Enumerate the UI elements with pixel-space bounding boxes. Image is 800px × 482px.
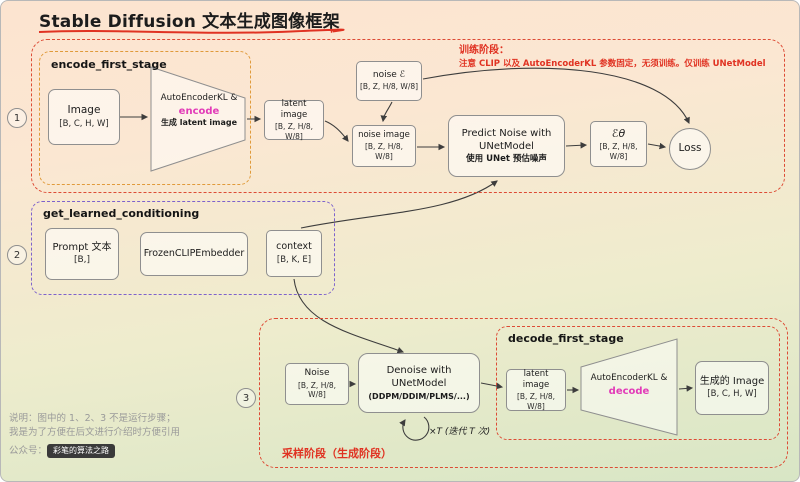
autoencoder-encode-label: AutoEncoderKL & encode 生成 latent image	[160, 93, 238, 128]
wechat-badge: 彩笔的算法之路	[47, 444, 116, 458]
frozen-clip-embedder-box: FrozenCLIPEmbedder	[140, 232, 248, 276]
step-circle-2: 2	[7, 245, 27, 265]
output-image-box: 生成的 Image [B, C, H, W]	[695, 361, 769, 415]
step-circle-3: 3	[236, 388, 256, 408]
loss-circle: Loss	[669, 128, 711, 170]
footnote-line2: 我是为了方便在后文进行介绍时方便引用	[9, 427, 181, 438]
step-circle-1: 1	[7, 108, 27, 128]
sampling-stage-region	[259, 318, 788, 468]
autoencoder-decode-label: AutoEncoderKL & decode	[590, 373, 668, 397]
training-stage-region	[31, 39, 785, 193]
sampling-latent-image-box: latent image [B, Z, H/8, W/8]	[506, 369, 566, 411]
conditioning-region	[31, 201, 335, 295]
image-box: Image [B, C, H, W]	[48, 89, 120, 145]
training-note: 训练阶段： 注意 CLIP 以及 AutoEncoderKL 参数固定，无须训练…	[459, 43, 785, 71]
wechat-row: 公众号：彩笔的算法之路	[9, 444, 116, 458]
noise-image-box: noise image [B, Z, H/8, W/8]	[352, 125, 416, 167]
denoise-box: Denoise with UNetModel (DDPM/DDIM/PLMS/.…	[358, 353, 480, 413]
latent-image-box: latent image [B, Z, H/8, W/8]	[264, 99, 324, 141]
decode-first-stage-region	[496, 326, 780, 440]
get-learned-conditioning-label: get_learned_conditioning	[43, 207, 200, 220]
training-note-title: 训练阶段：	[459, 45, 509, 56]
eps-theta-box: ℰθ [B, Z, H/8, W/8]	[590, 121, 647, 167]
predict-noise-box: Predict Noise with UNetModel 使用 UNet 预估噪…	[448, 115, 565, 177]
sampling-stage-label: 采样阶段（生成阶段）	[282, 447, 392, 460]
page-title: Stable Diffusion 文本生成图像框架	[39, 12, 340, 32]
prompt-box: Prompt 文本 [B,]	[45, 228, 119, 280]
decode-first-stage-label: decode_first_stage	[508, 332, 624, 345]
training-note-body: 注意 CLIP 以及 AutoEncoderKL 参数固定，无须训练。仅训练 U…	[459, 59, 766, 69]
sampling-noise-box: Noise [B, Z, H/8, W/8]	[285, 363, 349, 405]
wechat-label: 公众号：	[9, 445, 48, 457]
context-box: context [B, K, E]	[266, 230, 322, 277]
denoise-loop-label: ×T (迭代 T 次)	[429, 427, 491, 437]
noise-box: noise ℰ [B, Z, H/8, W/8]	[356, 61, 422, 101]
encode-first-stage-label: encode_first_stage	[51, 58, 167, 71]
footnote-line1: 说明：图中的 1、2、3 不是运行步骤；	[9, 413, 176, 424]
encode-first-stage-region	[39, 51, 251, 185]
